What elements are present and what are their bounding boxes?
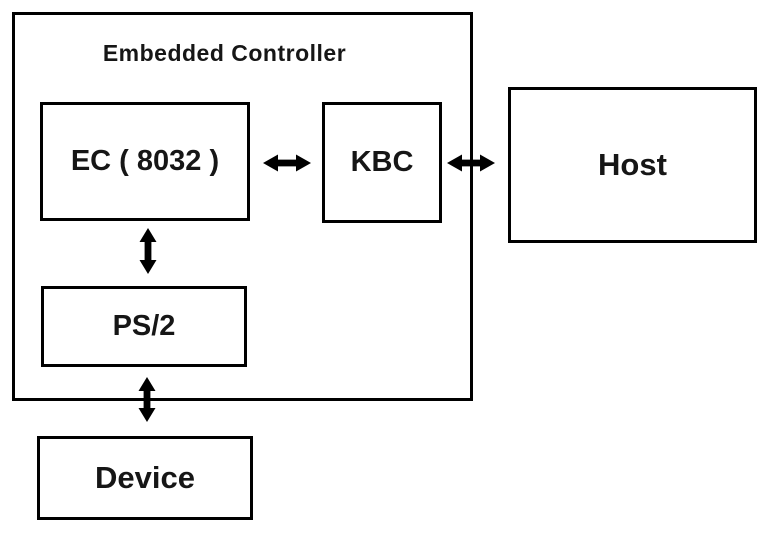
- node-ec-8032: EC ( 8032 ): [40, 102, 250, 221]
- bidirectional-arrow-kbc-host: [446, 152, 496, 174]
- node-host-label: Host: [598, 147, 667, 182]
- node-device-label: Device: [95, 460, 195, 495]
- bidirectional-arrow-ps2-device: [136, 376, 158, 423]
- node-host: Host: [508, 87, 757, 243]
- node-ec-8032-label: EC ( 8032 ): [70, 145, 220, 177]
- node-ps2: PS/2: [41, 286, 247, 367]
- bidirectional-arrow-ec-kbc: [262, 152, 312, 174]
- embedded-controller-group-label: Embedded Controller: [102, 40, 347, 66]
- node-kbc: KBC: [322, 102, 442, 223]
- bidirectional-arrow-ec-ps2: [137, 227, 159, 275]
- node-device: Device: [37, 436, 253, 520]
- node-ps2-label: PS/2: [112, 310, 176, 342]
- embedded-controller-group-box: [12, 12, 473, 401]
- node-kbc-label: KBC: [350, 146, 414, 178]
